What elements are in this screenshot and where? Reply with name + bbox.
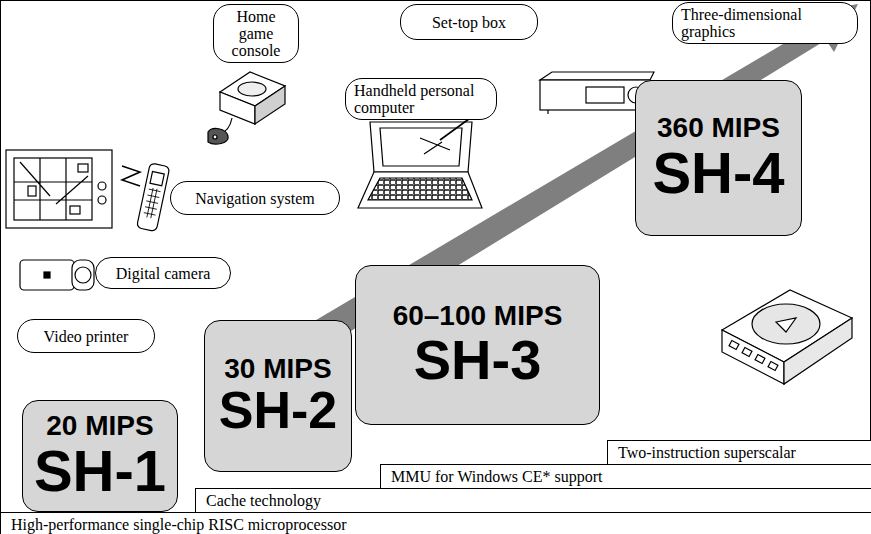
3d-game-console bbox=[722, 290, 852, 384]
processor-name: SH-4 bbox=[652, 142, 784, 203]
performance-figure: 20 MIPS bbox=[46, 411, 153, 440]
game-console bbox=[208, 72, 285, 144]
device-label: Navigation system bbox=[170, 181, 340, 215]
processor-box: 360 MIPSSH-4 bbox=[635, 80, 802, 236]
label-text: Digital camera bbox=[116, 265, 211, 282]
signal-symbol bbox=[122, 166, 140, 186]
device-label: Video printer bbox=[17, 319, 155, 353]
feature-band: Two-instruction superscalar bbox=[607, 440, 871, 466]
processor-name: SH-1 bbox=[34, 440, 166, 501]
device-label: Handheld personal computer bbox=[345, 78, 497, 120]
label-text: Two-instruction superscalar bbox=[618, 444, 796, 462]
digital-camera bbox=[20, 260, 94, 290]
label-text: MMU for Windows CE* support bbox=[391, 468, 603, 486]
processor-box: 20 MIPSSH-1 bbox=[22, 400, 178, 512]
label-text: High-performance single-chip RISC microp… bbox=[11, 516, 346, 534]
processor-name: SH-2 bbox=[219, 383, 337, 438]
label-text: Three-dimensional graphics bbox=[681, 6, 849, 40]
mobile-phone bbox=[137, 163, 170, 232]
label-text: Cache technology bbox=[206, 492, 321, 510]
navigation-device bbox=[6, 150, 112, 228]
performance-figure: 60–100 MIPS bbox=[393, 301, 563, 330]
handheld-computer bbox=[358, 108, 484, 208]
progress-arrow bbox=[262, 4, 858, 372]
label-text: Set-top box bbox=[432, 14, 506, 31]
processor-box: 30 MIPSSH-2 bbox=[204, 320, 352, 472]
feature-label: Three-dimensional graphics bbox=[672, 2, 858, 44]
label-text: Handheld personal computer bbox=[354, 82, 488, 116]
feature-band: Cache technology bbox=[195, 488, 871, 514]
processor-box: 60–100 MIPSSH-3 bbox=[355, 265, 600, 425]
performance-figure: 360 MIPS bbox=[657, 113, 780, 142]
performance-figure: 30 MIPS bbox=[224, 354, 331, 383]
device-label: Set-top box bbox=[400, 4, 538, 40]
label-text: Video printer bbox=[44, 328, 129, 345]
device-label: Home game console bbox=[213, 4, 299, 63]
feature-band: MMU for Windows CE* support bbox=[380, 464, 871, 490]
label-text: Home game console bbox=[222, 8, 290, 59]
processor-name: SH-3 bbox=[414, 330, 542, 389]
feature-band: High-performance single-chip RISC microp… bbox=[0, 512, 871, 534]
label-text: Navigation system bbox=[195, 190, 315, 207]
device-label: Digital camera bbox=[95, 257, 231, 289]
